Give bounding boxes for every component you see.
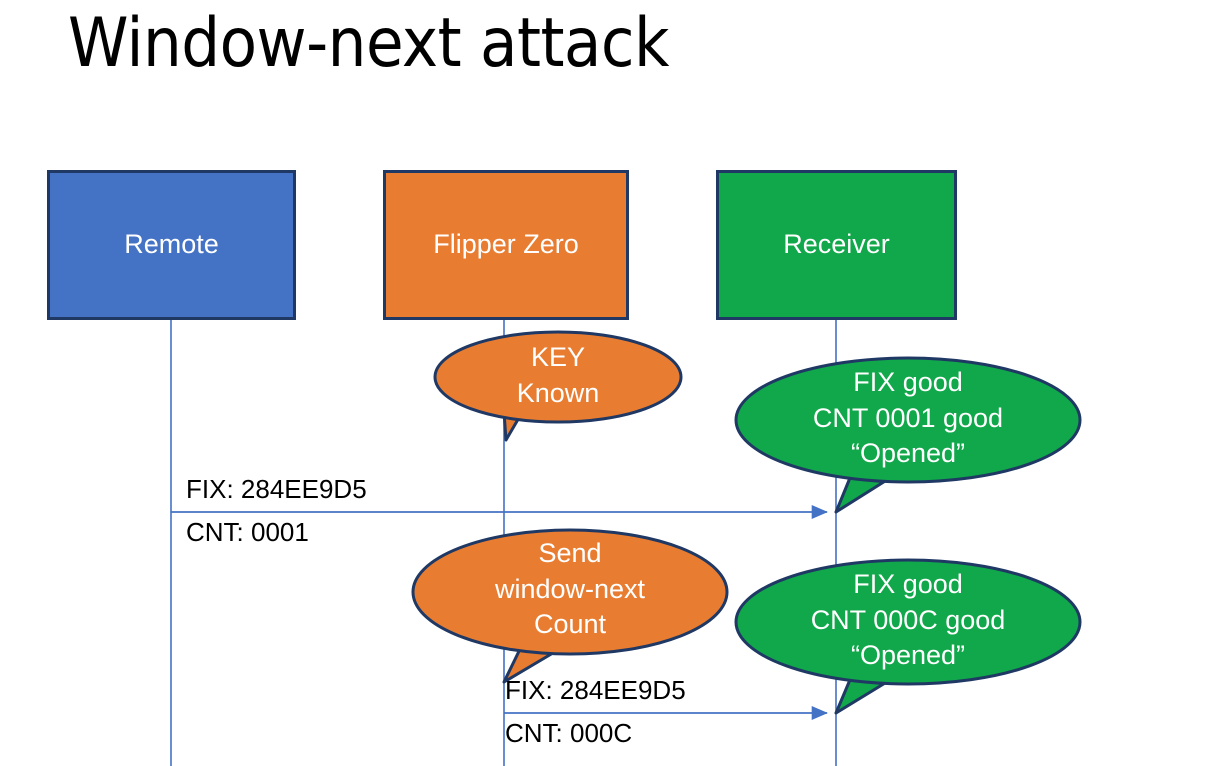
actor-box-flipper[interactable]: Flipper Zero — [383, 170, 629, 320]
bubble-body-receiver-verify-1 — [734, 356, 1082, 484]
actor-box-receiver[interactable]: Receiver — [716, 170, 957, 320]
actor-box-remote[interactable]: Remote — [47, 170, 296, 320]
message-arrows-group — [171, 504, 828, 721]
actor-label-flipper: Flipper Zero — [433, 229, 579, 260]
msg-2-fix-label: FIX: 284EE9D5 — [505, 675, 686, 705]
msg-1-cnt-label: CNT: 0001 — [186, 517, 309, 547]
actor-label-remote: Remote — [124, 229, 219, 260]
bubble-send-window-next — [411, 528, 729, 684]
page-title: Window-next attack — [68, 4, 669, 83]
bubble-body-key-known — [433, 330, 683, 424]
actor-label-receiver: Receiver — [783, 229, 890, 260]
bubble-receiver-verify-2 — [734, 558, 1082, 715]
bubble-body-receiver-verify-2 — [734, 558, 1082, 686]
msg-2-cnt-label: CNT: 000C — [505, 718, 633, 748]
bubble-receiver-verify-1 — [734, 356, 1082, 514]
callout-bubbles-group — [411, 330, 1082, 715]
bubble-key-known — [433, 330, 683, 442]
bubble-body-send-window-next — [411, 528, 729, 656]
msg-1-fix-label: FIX: 284EE9D5 — [186, 474, 367, 504]
